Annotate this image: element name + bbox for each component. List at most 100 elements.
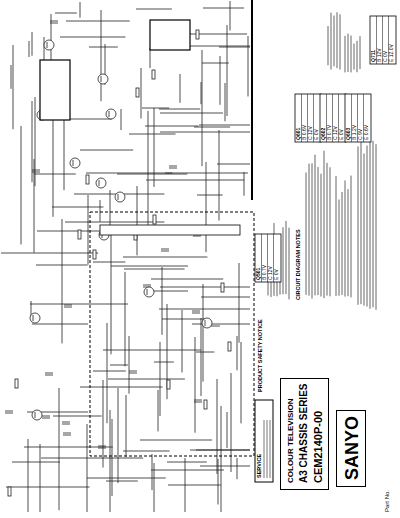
wire bbox=[194, 127, 230, 128]
table-cell: B 0.7V bbox=[262, 265, 267, 280]
capacitor-symbol bbox=[161, 251, 169, 252]
table-cell: E 0V bbox=[339, 129, 344, 140]
resistor-symbol bbox=[93, 250, 96, 259]
wire bbox=[87, 424, 88, 512]
transistor-symbol bbox=[33, 315, 34, 321]
wire bbox=[34, 159, 35, 253]
wire bbox=[29, 41, 30, 57]
note-line bbox=[324, 151, 325, 298]
resistor-symbol bbox=[167, 380, 170, 389]
wire bbox=[185, 458, 186, 512]
table-cell: Q711 bbox=[371, 50, 376, 62]
capacitor-symbol bbox=[194, 402, 202, 403]
wire bbox=[111, 266, 188, 267]
title-block: COLOUR TELEVISIONA3 CHASSIS SERIESCEM214… bbox=[280, 378, 329, 490]
wire bbox=[110, 410, 111, 512]
wire bbox=[220, 56, 221, 105]
wire bbox=[154, 463, 155, 512]
wire bbox=[239, 263, 240, 343]
wire bbox=[244, 172, 245, 196]
wire bbox=[237, 458, 238, 479]
wire bbox=[150, 48, 151, 68]
note-line bbox=[364, 153, 365, 305]
table-cell: E 0V bbox=[274, 269, 279, 280]
capacitor-symbol bbox=[45, 373, 53, 374]
wire bbox=[12, 462, 60, 463]
capacitor-symbol bbox=[129, 371, 137, 372]
wire bbox=[52, 207, 103, 208]
wire bbox=[165, 173, 248, 174]
note-line bbox=[339, 200, 340, 296]
note-label: CIRCUIT DIAGRAM NOTES bbox=[296, 229, 302, 300]
capacitor-symbol bbox=[64, 305, 72, 306]
note-line bbox=[351, 36, 352, 73]
wire bbox=[35, 97, 36, 186]
transistor-symbol bbox=[98, 74, 108, 84]
wire bbox=[111, 234, 112, 354]
wire bbox=[180, 74, 181, 103]
wire bbox=[6, 487, 90, 488]
wire bbox=[196, 352, 214, 353]
transistor-symbol bbox=[118, 194, 119, 200]
wire bbox=[62, 219, 63, 343]
wire bbox=[227, 25, 228, 116]
wire bbox=[145, 126, 199, 127]
note-line bbox=[264, 420, 265, 478]
wire bbox=[154, 108, 155, 187]
wire bbox=[141, 68, 142, 119]
title-text: A3 CHASSIS SERIES bbox=[299, 384, 309, 483]
brand-name: SANYO bbox=[343, 416, 361, 480]
wire bbox=[100, 200, 101, 222]
resistor-symbol bbox=[196, 30, 199, 39]
note-line bbox=[358, 146, 359, 305]
note-line bbox=[306, 172, 307, 294]
wire bbox=[32, 324, 88, 325]
transistor-symbol bbox=[115, 192, 125, 202]
wire bbox=[103, 380, 104, 468]
wire bbox=[93, 262, 125, 263]
voltage-table bbox=[295, 94, 321, 142]
capacitor-symbol bbox=[62, 422, 70, 423]
note-label: SERVICE bbox=[257, 454, 263, 478]
transistor-symbol bbox=[73, 160, 74, 166]
voltage-table bbox=[370, 16, 396, 64]
note-line bbox=[331, 13, 332, 70]
capacitor-symbol bbox=[50, 21, 58, 22]
resistor-symbol bbox=[8, 487, 11, 496]
capacitor-symbol bbox=[5, 413, 13, 414]
wire bbox=[40, 444, 41, 512]
note-line bbox=[345, 36, 346, 73]
table-cell: C 0V bbox=[383, 51, 388, 62]
resistor-symbol bbox=[86, 175, 89, 184]
note-line bbox=[283, 227, 284, 294]
wire bbox=[107, 323, 108, 423]
note-line bbox=[348, 34, 349, 72]
capacitor-symbol bbox=[193, 236, 201, 237]
wire bbox=[237, 336, 238, 370]
wire bbox=[55, 13, 77, 14]
wire bbox=[86, 173, 173, 174]
table-cell: Q601 bbox=[296, 128, 301, 140]
note-line bbox=[360, 36, 361, 69]
capacitor-symbol bbox=[62, 424, 70, 425]
note-line bbox=[345, 180, 346, 296]
capacitor-symbol bbox=[42, 416, 50, 417]
capacitor-symbol bbox=[98, 448, 106, 449]
wire bbox=[89, 47, 118, 48]
note-line bbox=[270, 420, 271, 478]
resistor-symbol bbox=[152, 70, 155, 79]
note-line bbox=[312, 163, 313, 298]
capacitor-symbol bbox=[42, 418, 50, 419]
wire bbox=[248, 36, 249, 96]
note-line bbox=[342, 192, 343, 295]
capacitor-symbol bbox=[143, 285, 151, 286]
capacitor-symbol bbox=[32, 172, 40, 173]
capacitor-symbol bbox=[194, 400, 202, 401]
wire bbox=[21, 126, 22, 244]
note-line bbox=[373, 141, 374, 308]
wire bbox=[11, 65, 12, 89]
wire bbox=[59, 388, 60, 510]
wire bbox=[106, 481, 138, 482]
wire bbox=[124, 269, 185, 270]
table-cell: C 9V bbox=[358, 129, 363, 140]
